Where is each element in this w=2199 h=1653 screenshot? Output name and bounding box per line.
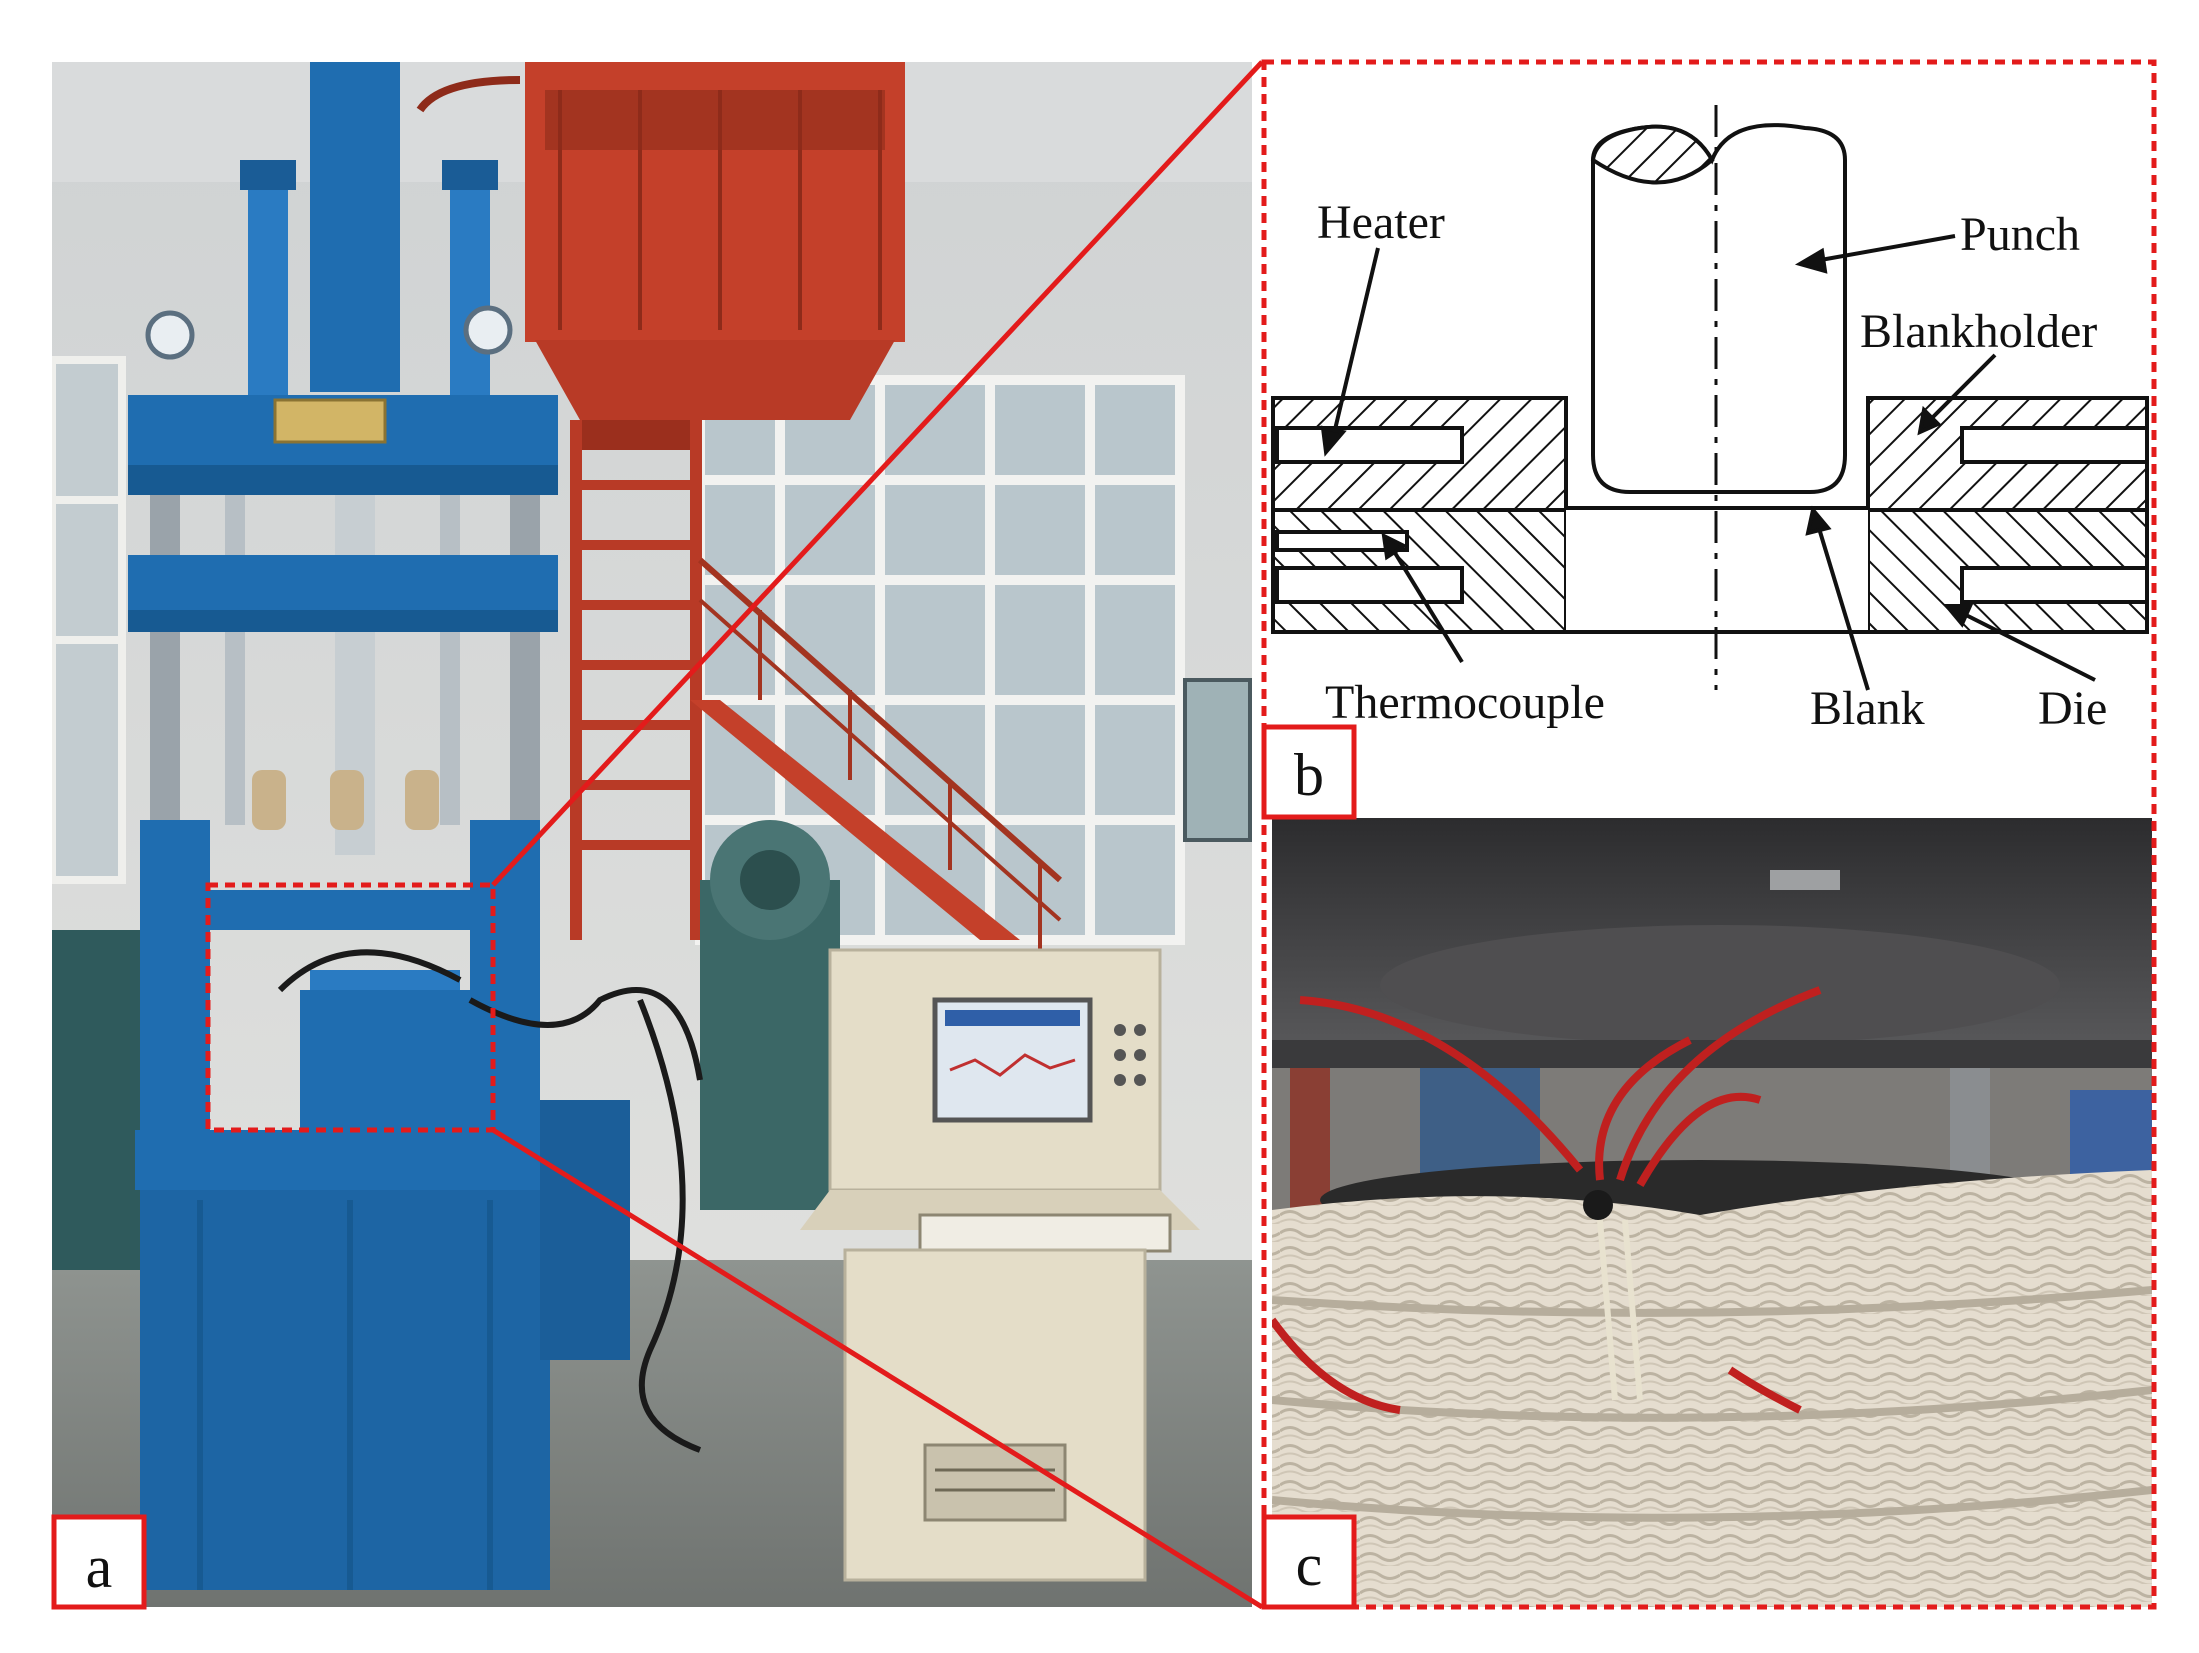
platen-disc [1380,925,2060,1045]
red-tower [416,62,1062,950]
heater-slot-upper-right [1960,426,2149,464]
label-punch: Punch [1960,208,2080,261]
panel-label-c: c [1261,1514,1357,1610]
label-die: Die [2038,682,2107,735]
label-blankholder: Blankholder [1860,305,2097,358]
control-cabinet [800,948,1200,1582]
insulation-wrap [1272,1170,2152,1607]
platen-highlight [1770,870,1840,890]
panel-label-c-text: c [1296,1532,1323,1598]
hydraulic-press [128,62,703,1590]
white-wires [1597,1219,1643,1401]
heater-slot-lower-left [1275,566,1464,604]
panel-label-b: b [1261,724,1357,820]
panel-label-a-text: a [86,1534,113,1600]
thermocouple-slot [1275,530,1409,552]
blue-object [2070,1090,2152,1180]
window-left [52,356,126,884]
panel-b-schematic: Heater Punch Blankholder Thermocouple Bl… [1264,62,2154,817]
zoom-connector-top [491,60,1264,887]
panel-c-photo [1272,818,2152,1607]
label-blank: Blank [1810,682,1925,735]
zoom-region-box [205,882,496,1133]
thermocouple-wires [1272,986,1822,1414]
panel-a-photo [52,62,1252,1607]
zoom-connector-bottom [491,1127,1264,1610]
heater-slot-lower-right [1960,566,2149,604]
panel-label-b-text: b [1294,742,1324,808]
label-heater: Heater [1317,196,1445,249]
heater-slot-upper-left [1275,426,1464,464]
leader-lines [1320,234,2096,691]
panel-label-a: a [51,1514,147,1610]
wire-junction [1583,1190,1613,1220]
punch-section [1590,124,1715,185]
zoom-detail-frame [1261,59,2157,1610]
wall-poster [1183,678,1252,842]
label-thermocouple: Thermocouple [1325,676,1605,729]
